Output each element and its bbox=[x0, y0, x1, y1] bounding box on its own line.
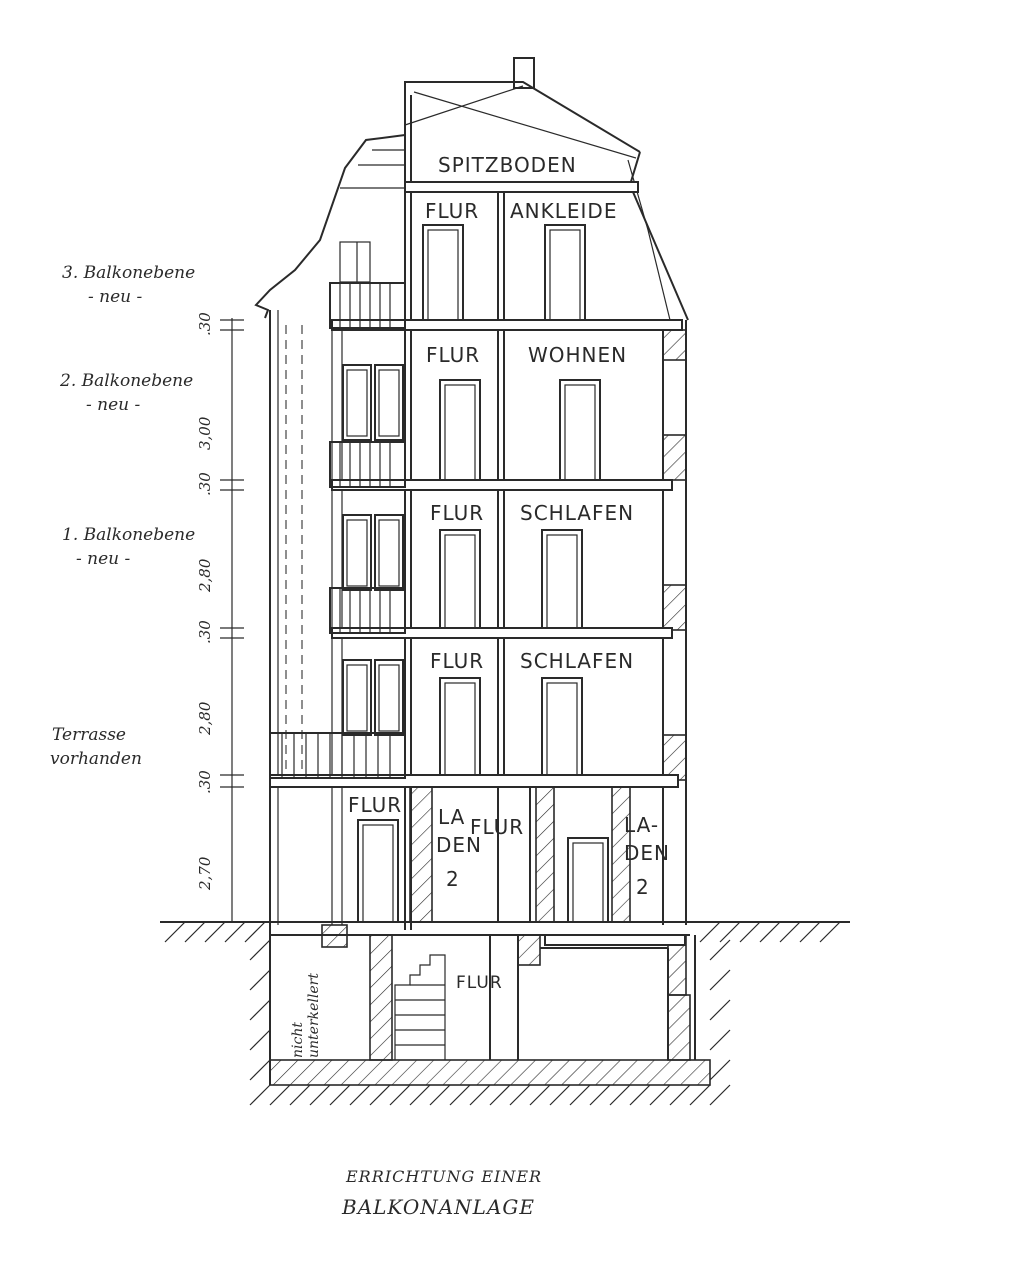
label-f3-hall: FLUR bbox=[426, 343, 480, 367]
caption-line-1: ERRICHTUNG EINER bbox=[345, 1167, 542, 1186]
caption-line-2: BALKONANLAGE bbox=[341, 1195, 535, 1219]
inner-walls bbox=[409, 192, 631, 923]
dimension-labels: .30 3,00 .30 2,80 .30 2,80 .30 2,70 bbox=[196, 312, 214, 891]
label-ground-hall-left: FLUR bbox=[348, 793, 402, 817]
dim-6: 2,80 bbox=[196, 701, 214, 736]
caption: ERRICHTUNG EINER BALKONANLAGE bbox=[341, 1167, 542, 1219]
note-terrace-title: Terrasse bbox=[52, 725, 126, 745]
basement bbox=[269, 924, 711, 1086]
note-balcony1-title: 1. Balkonebene bbox=[62, 525, 195, 545]
dim-7: .30 bbox=[196, 770, 214, 794]
dim-1: .30 bbox=[196, 312, 214, 336]
note-balcony3-title: 3. Balkonebene bbox=[62, 263, 195, 283]
label-attic: SPITZBODEN bbox=[438, 153, 577, 177]
label-f4-room: ANKLEIDE bbox=[510, 199, 617, 223]
right-wall-hatch bbox=[662, 329, 687, 996]
dim-5: .30 bbox=[196, 620, 214, 644]
room-labels: SPITZBODEN FLUR ANKLEIDE FLUR WOHNEN FLU… bbox=[290, 153, 670, 1058]
note-balcony3-sub: - neu - bbox=[88, 287, 143, 307]
label-basement-hall: FLUR bbox=[456, 973, 503, 993]
label-f4-hall: FLUR bbox=[425, 199, 479, 223]
note-balcony2-title: 2. Balkonebene bbox=[59, 371, 193, 391]
label-basement-note-2: unterkellert bbox=[306, 973, 322, 1058]
label-shop-right-2: DEN bbox=[624, 841, 670, 865]
dim-3: .30 bbox=[196, 472, 214, 496]
label-shop-left-2: DEN bbox=[436, 833, 482, 857]
dim-4: 2,80 bbox=[196, 558, 214, 593]
balcony-doors bbox=[342, 364, 404, 736]
balcony-railings bbox=[269, 282, 406, 779]
ground-hatch bbox=[164, 921, 841, 1106]
label-shop-left-1: LA bbox=[438, 805, 465, 829]
label-shop-right-3: 2 bbox=[636, 875, 650, 899]
note-terrace-sub: vorhanden bbox=[50, 749, 142, 769]
label-f2-room: SCHLAFEN bbox=[520, 501, 634, 525]
dimension-line bbox=[220, 318, 244, 922]
note-balcony1-sub: - neu - bbox=[76, 549, 131, 569]
floor-slabs bbox=[160, 181, 850, 946]
side-notes: 3. Balkonebene - neu - 2. Balkonebene - … bbox=[50, 263, 195, 769]
dim-2: 3,00 bbox=[196, 416, 214, 450]
label-shop-right-1: LA- bbox=[624, 813, 659, 837]
label-shop-left-3: 2 bbox=[446, 867, 460, 891]
doors bbox=[357, 224, 609, 923]
label-f3-room: WOHNEN bbox=[528, 343, 627, 367]
label-f1-hall: FLUR bbox=[430, 649, 484, 673]
label-f1-room: SCHLAFEN bbox=[520, 649, 634, 673]
label-f2-hall: FLUR bbox=[430, 501, 484, 525]
dim-8: 2,70 bbox=[196, 856, 214, 891]
label-basement-note-1: nicht bbox=[290, 1022, 306, 1058]
note-balcony2-sub: - neu - bbox=[86, 395, 141, 415]
label-ground-hall-mid: FLUR bbox=[470, 815, 524, 839]
